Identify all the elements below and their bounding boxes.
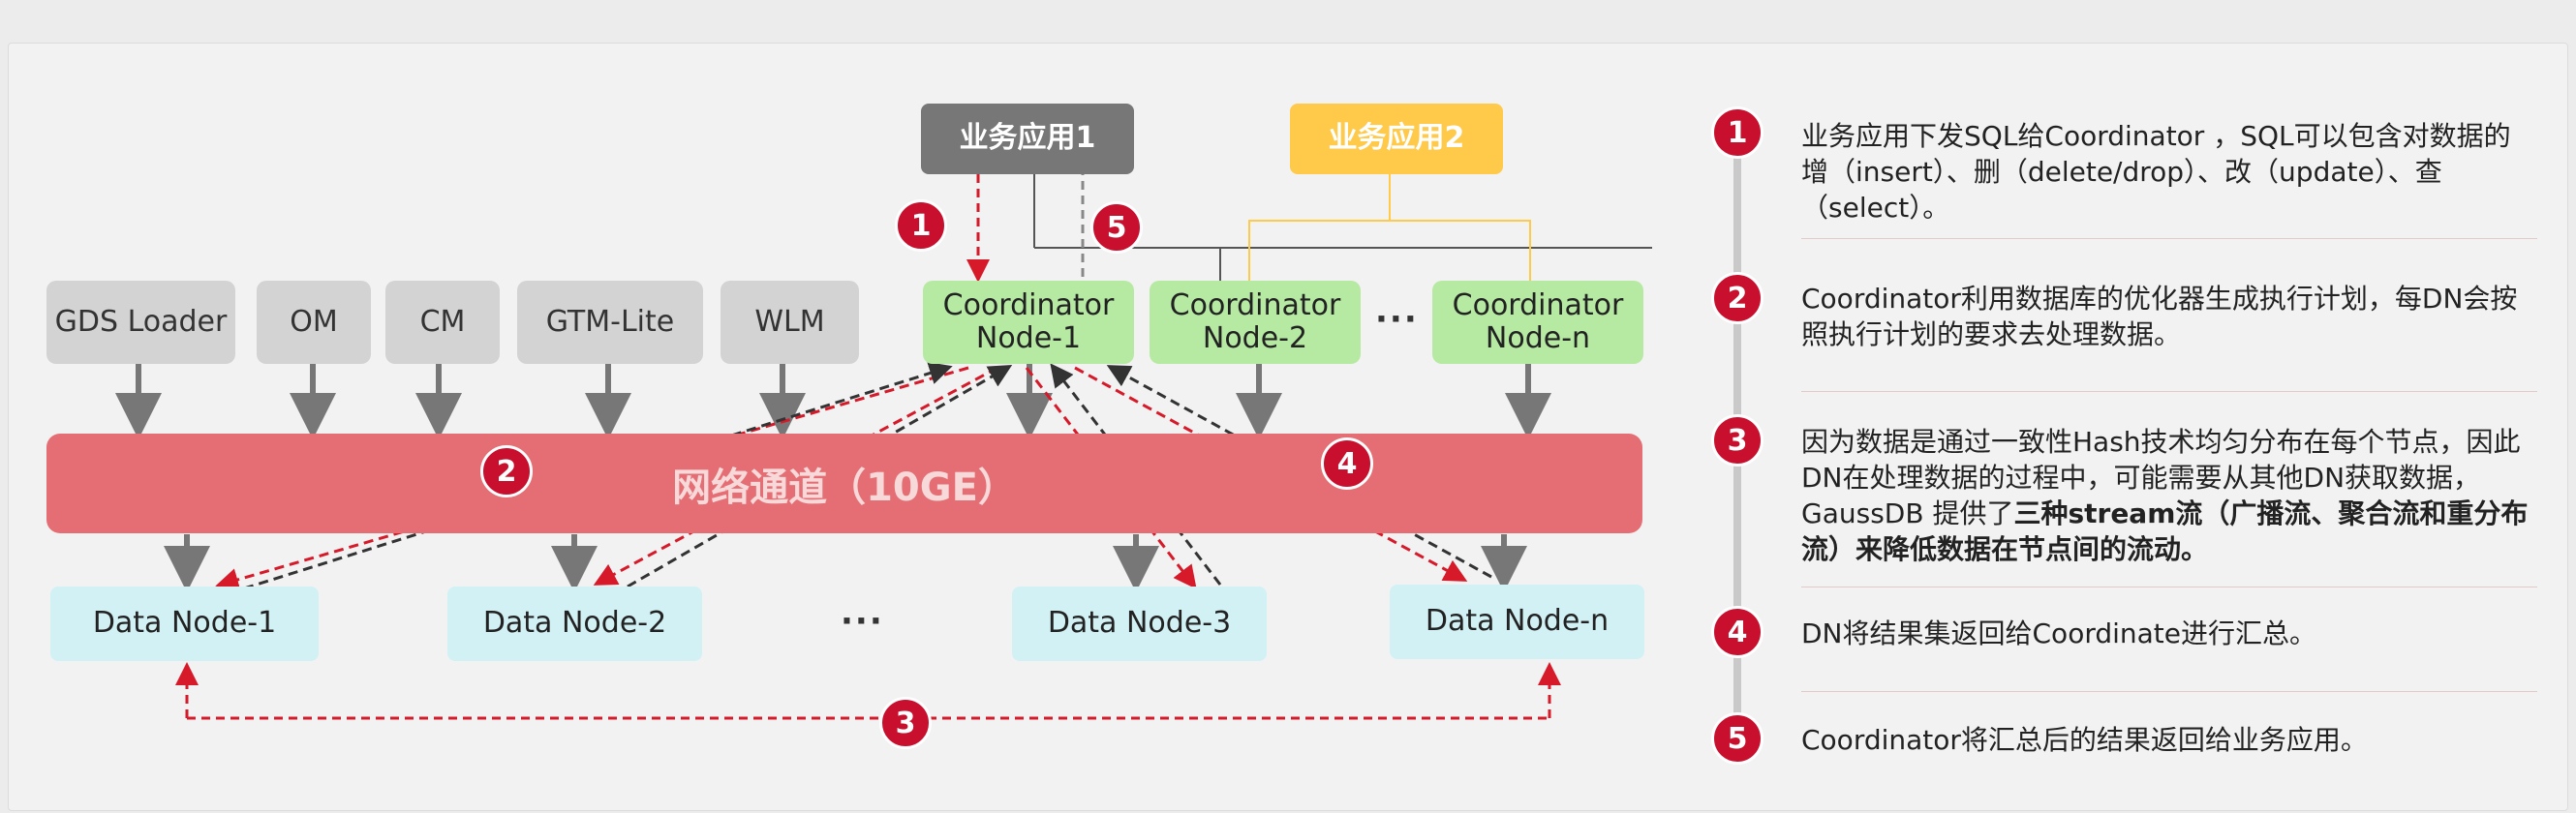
business-app-2: 业务应用2 bbox=[1290, 104, 1503, 174]
step-3-number: 3 bbox=[1711, 414, 1763, 467]
service-cm: CM bbox=[385, 281, 500, 364]
step-separator bbox=[1801, 391, 2537, 392]
badge-step-4: 4 bbox=[1321, 437, 1373, 490]
coordinator-node-2: Coordinator Node-2 bbox=[1150, 281, 1361, 364]
coordinator-node-1: Coordinator Node-1 bbox=[923, 281, 1134, 364]
coordinator-ellipsis: ··· bbox=[1375, 300, 1419, 339]
data-node-2: Data Node-2 bbox=[447, 587, 702, 661]
step-separator bbox=[1801, 691, 2537, 692]
step-4-text: DN将结果集返回给Coordinate进行汇总。 bbox=[1801, 617, 2317, 649]
badge-step-2: 2 bbox=[480, 445, 533, 497]
step3-arrow bbox=[175, 662, 1561, 720]
step-1-text: 业务应用下发SQL给Coordinator ，SQL可以包含对数据的增（inse… bbox=[1801, 120, 2511, 224]
network-dn-arrows bbox=[164, 534, 1527, 592]
coordinator-node-n: Coordinator Node-n bbox=[1432, 281, 1643, 364]
service-om: OM bbox=[257, 281, 371, 364]
badge-step-5: 5 bbox=[1090, 201, 1143, 254]
step-5-number: 5 bbox=[1711, 712, 1763, 765]
service-gds-loader: GDS Loader bbox=[46, 281, 235, 364]
step-3-text-regular: 因为数据是通过一致性Hash技术均匀分布在每个节点，因此DN在处理数据的过程中，… bbox=[1801, 426, 2521, 529]
step-3-text-bold: 三种stream流（广播流、聚合流和重分布流）来降低数据在节点间的流动。 bbox=[1801, 497, 2529, 565]
data-node-ellipsis: ··· bbox=[841, 602, 884, 641]
step-3-text: 因为数据是通过一致性Hash技术均匀分布在每个节点，因此DN在处理数据的过程中，… bbox=[1801, 424, 2537, 567]
network-label: 网络通道（10GE） bbox=[672, 465, 1017, 510]
step-5-text: Coordinator将汇总后的结果返回给业务应用。 bbox=[1801, 724, 2368, 756]
step-1-number: 1 bbox=[1711, 106, 1763, 159]
badge-step-3: 3 bbox=[879, 697, 932, 749]
step-4-number: 4 bbox=[1711, 606, 1763, 658]
step-2-text: Coordinator利用数据库的优化器生成执行计划，每DN会按照执行计划的要求… bbox=[1801, 283, 2518, 350]
step-2-number: 2 bbox=[1711, 272, 1763, 324]
step-separator bbox=[1801, 238, 2537, 239]
data-node-n: Data Node-n bbox=[1390, 585, 1644, 659]
network-channel: 网络通道（10GE） bbox=[46, 434, 1642, 533]
service-wlm: WLM bbox=[721, 281, 859, 364]
data-node-3: Data Node-3 bbox=[1012, 587, 1267, 661]
service-gtm-lite: GTM-Lite bbox=[517, 281, 703, 364]
app2-connector-lines bbox=[1248, 174, 1531, 281]
business-app-1: 业务应用1 bbox=[921, 104, 1134, 174]
badge-step-1: 1 bbox=[895, 199, 947, 252]
data-node-1: Data Node-1 bbox=[50, 587, 319, 661]
